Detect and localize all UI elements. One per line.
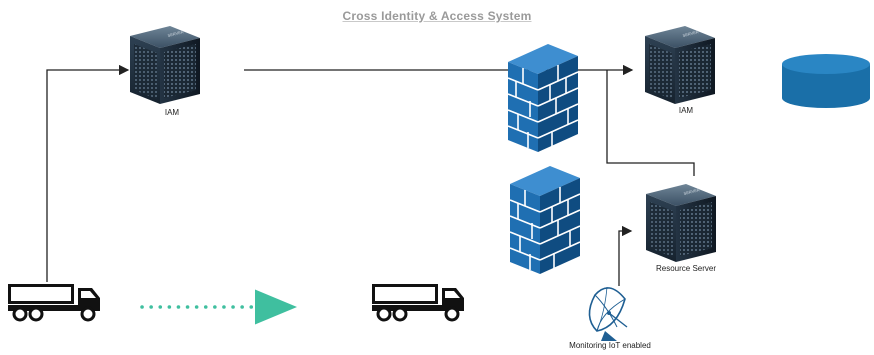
satellite-dish-icon — [588, 286, 628, 341]
server-icon — [645, 26, 715, 104]
database-icon — [782, 54, 870, 108]
iam-right-label: IAM — [678, 106, 694, 115]
connector-satellite-to-resource — [618, 225, 633, 286]
server-icon — [646, 184, 716, 262]
satellite-label: Monitoring IoT enabled — [569, 341, 651, 350]
connector-truck-to-iam — [46, 64, 130, 282]
truck-icon — [6, 282, 102, 322]
firewall-icon — [509, 165, 581, 275]
diagram-title: Cross Identity & Access System — [342, 9, 532, 23]
connector-iam-to-resource — [606, 70, 695, 176]
resource-server-label: Resource Server — [655, 264, 717, 273]
server-icon — [130, 26, 200, 104]
iam-left-label: IAM — [164, 108, 180, 117]
firewall-icon — [507, 43, 579, 153]
truck-icon — [370, 282, 466, 322]
